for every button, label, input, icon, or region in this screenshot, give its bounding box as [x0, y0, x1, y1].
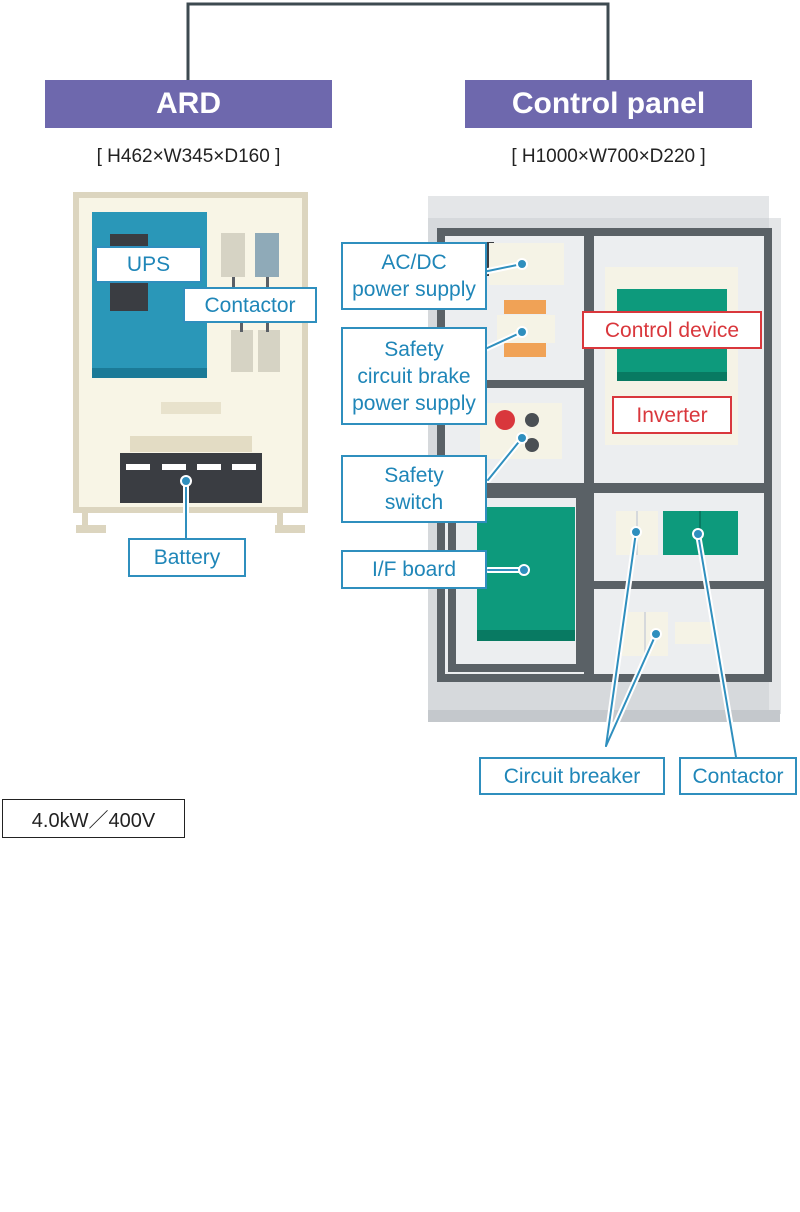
safety-switch-label: Safety switch: [341, 455, 487, 523]
acdc-line-2: power supply: [352, 278, 476, 301]
if-board-label: I/F board: [341, 550, 487, 589]
safety-supply-line-1: Safety: [384, 337, 444, 361]
battery-label: Battery: [128, 538, 246, 577]
circuit-breaker-label: Circuit breaker: [479, 757, 665, 795]
safety-circuit-supply-label: Safety circuit brake power supply: [341, 327, 487, 425]
ard-contactor-label: Contactor: [183, 287, 317, 323]
ard-dimensions: [ H462×W345×D160 ]: [96, 146, 281, 167]
ard-contactor-right: [255, 233, 279, 277]
ard-contactor-left: [221, 233, 245, 277]
acdc-power-supply-label: AC/DC power supply: [341, 242, 487, 310]
header-connector-line: [186, 2, 610, 80]
safety-switch-line-2: switch: [384, 491, 444, 514]
control-panel-dimensions: [ H1000×W700×D220 ]: [511, 146, 706, 167]
leader-lines: [183, 261, 739, 760]
power-rating: 4.0kW／400V: [2, 799, 185, 838]
control-device-label: Control device: [582, 311, 762, 349]
acdc-line-1: AC/DC: [381, 251, 447, 274]
panel-contactor-label: Contactor: [679, 757, 797, 795]
inverter-label: Inverter: [612, 396, 732, 434]
safety-switch-module: [480, 403, 562, 459]
control-panel-title: Control panel: [465, 80, 752, 128]
safety-supply-line-2: circuit brake: [357, 364, 471, 388]
ups-label: UPS: [95, 246, 202, 283]
safety-switch-line-1: Safety: [384, 464, 444, 487]
ard-title: ARD: [45, 80, 332, 128]
leader-dots: [180, 258, 704, 640]
safety-supply-line-3: power supply: [352, 391, 476, 415]
